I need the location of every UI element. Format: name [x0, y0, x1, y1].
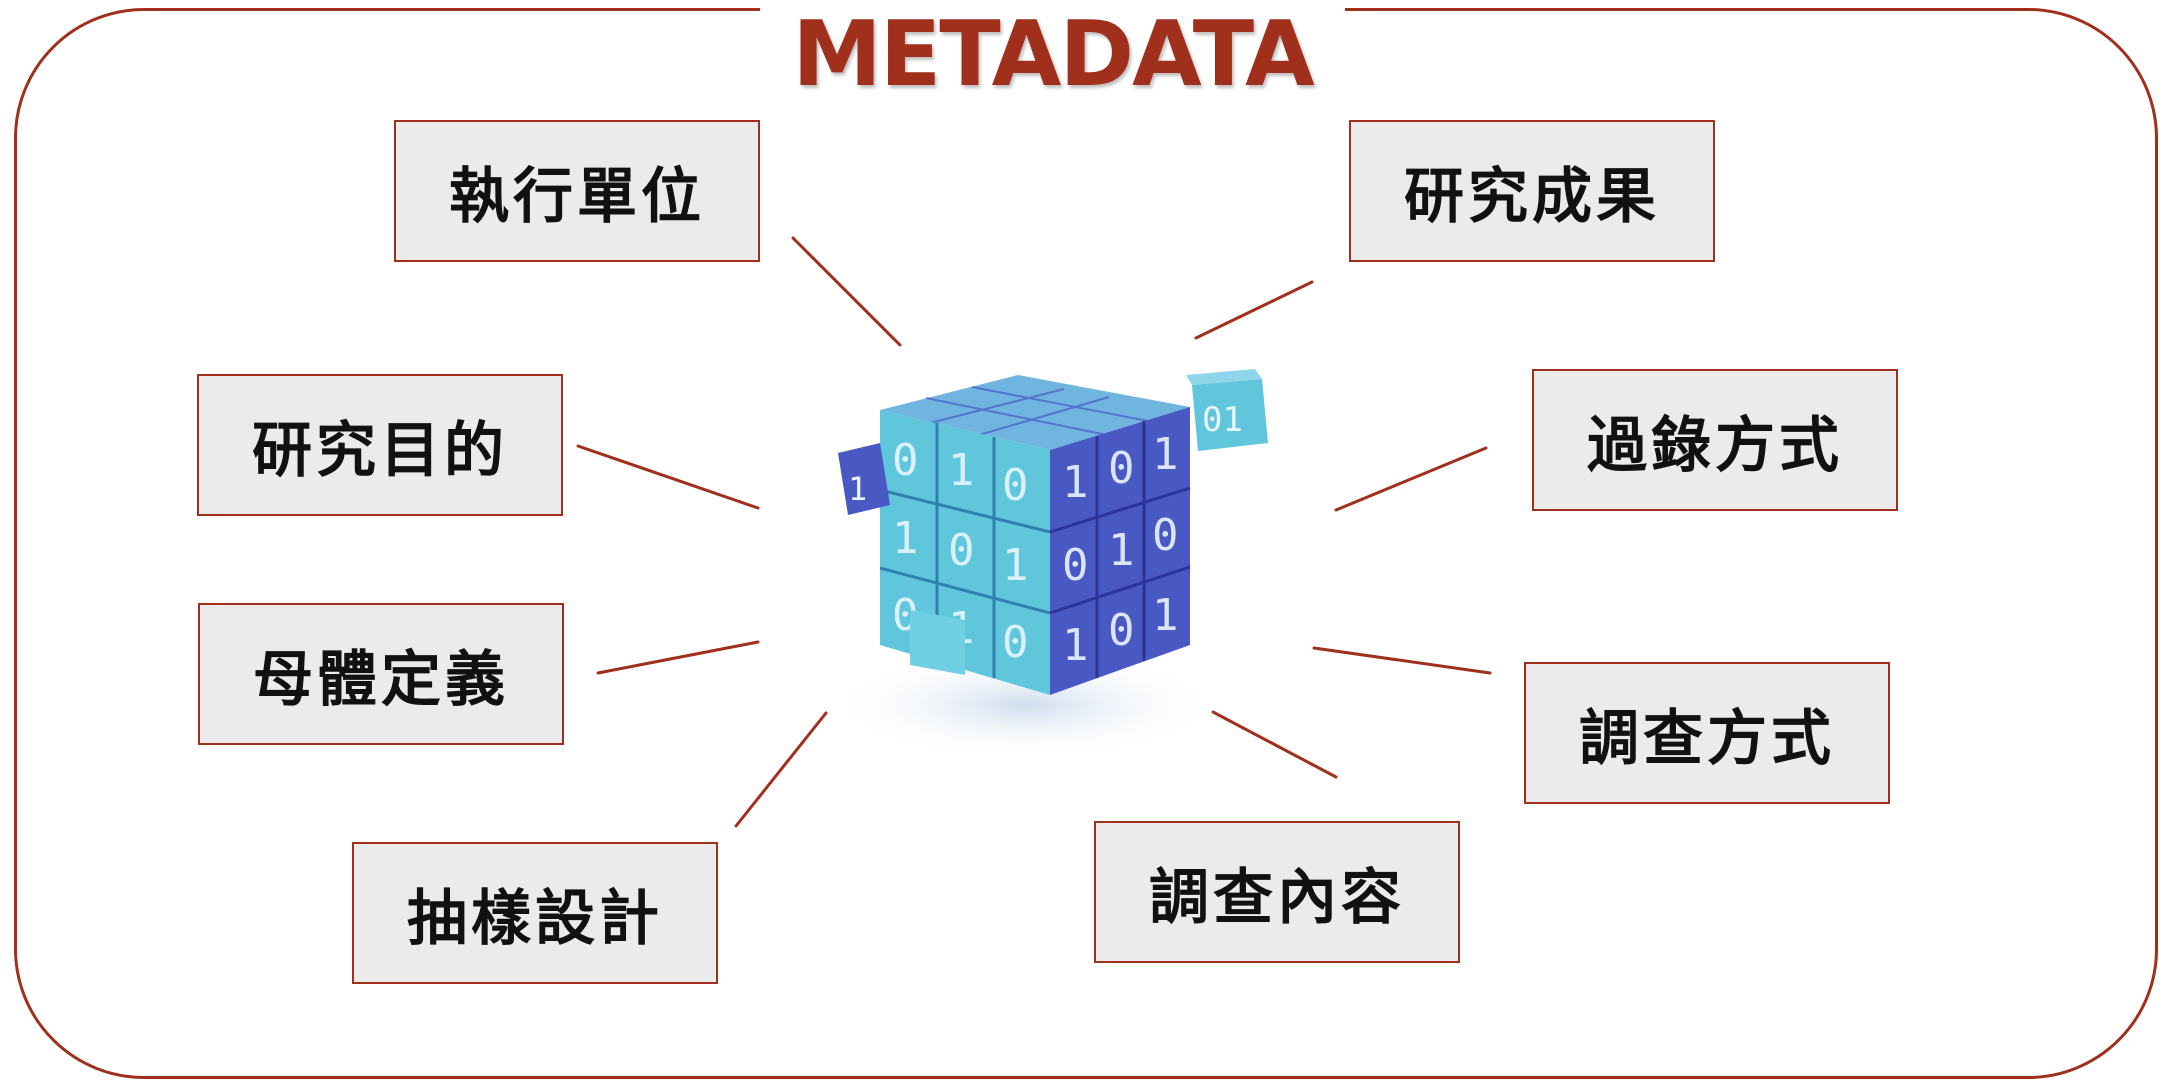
page-title: METADATA	[792, 2, 1315, 107]
box-execution-unit: 執行單位	[394, 120, 760, 262]
box-research-result: 研究成果	[1349, 120, 1715, 262]
connector-filter-method	[1334, 446, 1488, 512]
svg-text:1: 1	[1062, 457, 1089, 508]
svg-text:01: 01	[1202, 400, 1243, 440]
box-research-purpose: 研究目的	[197, 374, 563, 516]
box-sampling-design: 抽樣設計	[352, 842, 718, 984]
svg-text:1: 1	[948, 445, 975, 496]
svg-text:1: 1	[1152, 429, 1179, 480]
svg-text:0: 0	[948, 525, 975, 576]
connector-survey-content	[1211, 710, 1338, 779]
connector-survey-method	[1312, 646, 1492, 675]
svg-text:0: 0	[1062, 540, 1089, 591]
svg-text:0: 0	[1002, 460, 1029, 511]
svg-text:0: 0	[892, 435, 919, 486]
svg-text:1: 1	[1002, 540, 1029, 591]
box-survey-method: 調查方式	[1524, 662, 1890, 804]
box-population-definition: 母體定義	[198, 603, 564, 745]
svg-text:0: 0	[1152, 510, 1179, 561]
connector-execution-unit	[791, 236, 902, 347]
connector-research-purpose	[576, 444, 760, 510]
title-gap	[760, 0, 1345, 22]
connector-sampling-design	[734, 711, 828, 828]
svg-text:0: 0	[1108, 443, 1135, 494]
binary-data-cube-icon: 010 101 010 101 010 101 1 01	[825, 369, 1268, 760]
svg-text:1: 1	[848, 470, 867, 508]
connector-research-result	[1194, 280, 1314, 340]
svg-text:1: 1	[1152, 590, 1179, 641]
svg-text:1: 1	[1062, 620, 1089, 671]
svg-text:0: 0	[1108, 605, 1135, 656]
box-filter-method: 過錄方式	[1532, 369, 1898, 511]
svg-text:1: 1	[1108, 525, 1135, 576]
svg-text:0: 0	[1002, 617, 1029, 668]
connector-population-definition	[596, 640, 760, 675]
box-survey-content: 調查內容	[1094, 821, 1460, 963]
svg-text:1: 1	[892, 513, 919, 564]
